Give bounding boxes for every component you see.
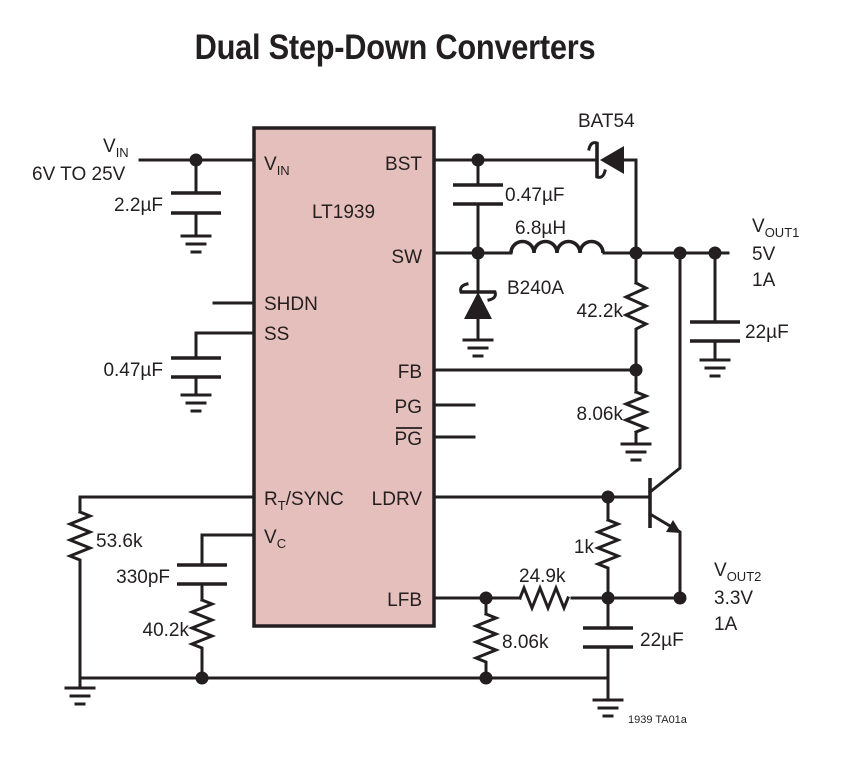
r-lfb-ser-value: 24.9k [519,566,566,587]
r-ldrv-value: 1k [574,537,595,558]
c-out2-value: 22µF [640,630,684,651]
pin-fb-label: FB [398,362,422,383]
pin-sw-label: SW [391,247,422,268]
ground-symbols [64,234,731,718]
vout2-current: 1A [714,614,738,635]
pin-vc-label: VC [264,527,286,551]
r-fb-top-value: 42.2k [577,301,624,322]
wires [78,158,740,702]
pin-pg-label: PG [395,397,422,418]
pin-vin-label: VIN [264,154,290,178]
diode-bat54 [587,141,624,179]
c-in-value: 2.2µF [114,195,163,216]
junction-dots [189,153,722,685]
vout1-current: 1A [752,270,776,291]
c-out1-value: 22µF [745,322,789,343]
pin-ss-label: SS [264,324,289,345]
pin-ldrv-label: LDRV [372,489,423,510]
pin-shdn-label: SHDN [264,294,318,315]
c-vc-value: 330pF [116,567,170,588]
transistor-arrow-icon [666,520,681,533]
pin-bst-label: BST [385,154,422,175]
ic-part-number: LT1939 [312,202,375,223]
figure-id: 1939 TA01a [628,714,688,726]
vin-range-label: 6V TO 25V [32,164,126,185]
r-vc-value: 40.2k [143,620,190,641]
ic-body [252,126,436,628]
d-bst-value: BAT54 [578,111,635,132]
vin-label: VIN [103,136,129,160]
diagram-title: Dual Step-Down Converters [194,28,596,67]
vout1-label: VOUT1 [752,216,799,240]
r-fb-bot-value: 8.06k [577,404,624,425]
pin-pg-bar-label: PG [395,429,422,450]
pin-rt-sync-label: RT/SYNC [264,489,344,513]
d-sw-value: B240A [507,278,564,299]
vout2-label: VOUT2 [714,560,761,584]
pin-lfb-label: LFB [387,590,422,611]
c-ss-value: 0.47µF [103,360,163,381]
vout1-voltage: 5V [752,244,776,265]
vout2-voltage: 3.3V [714,588,753,609]
resistors [65,280,651,672]
diode-b240a [459,282,497,319]
r-lfb-bot-value: 8.06k [502,632,549,653]
l1-value: 6.8µH [515,218,566,239]
r-rt-value: 53.6k [96,531,143,552]
c-bst-value: 0.47µF [505,185,565,206]
